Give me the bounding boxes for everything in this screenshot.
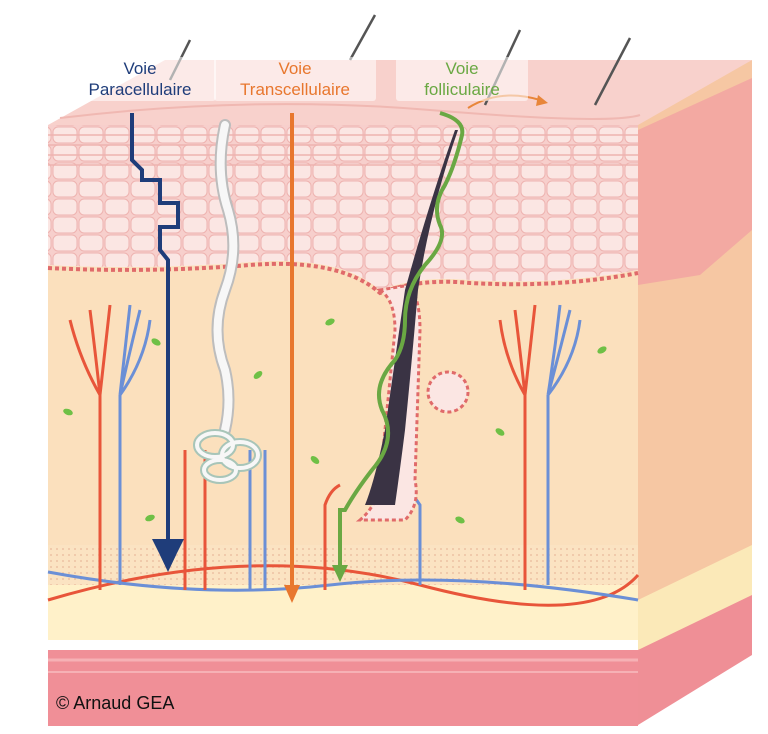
label-transcellular-line2: Transcellulaire [240, 80, 350, 99]
blood-vessels [47, 304, 640, 607]
follicular-arrowhead [332, 565, 348, 582]
copyright-text: © Arnaud GEA [56, 693, 175, 713]
label-transcellular-line1: Voie [278, 59, 312, 78]
surface-arrowhead [536, 95, 548, 106]
label-paracellular: Voie Paracellulaire [64, 57, 216, 101]
sweat-gland [193, 119, 262, 484]
label-paracellular-line1: Voie [123, 59, 157, 78]
label-follicular-line2: folliculaire [424, 80, 500, 99]
block-side-face [638, 60, 752, 725]
paracellular-route [130, 113, 184, 571]
transcellular-arrowhead [284, 585, 300, 603]
paracellular-arrowhead [160, 555, 176, 572]
hair-follicle [355, 130, 470, 522]
dermal-cells [63, 318, 607, 524]
label-follicular: Voie folliculaire [396, 57, 528, 101]
follicular-route [338, 111, 465, 565]
label-follicular-line1: Voie [445, 59, 479, 78]
label-paracellular-line2: Paracellulaire [88, 80, 192, 99]
label-transcellular: Voie Transcellulaire [214, 57, 376, 101]
front-face [47, 125, 639, 726]
